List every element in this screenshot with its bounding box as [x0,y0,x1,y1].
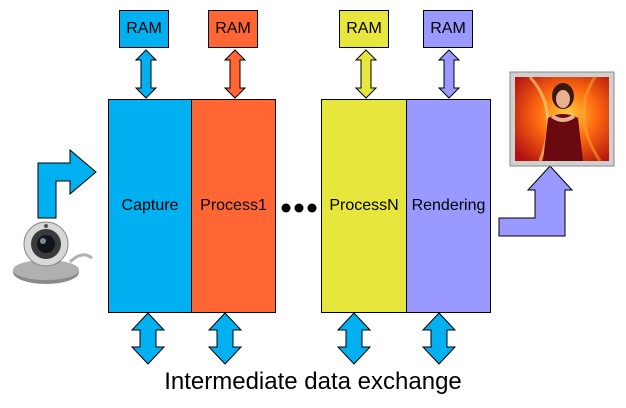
ram-box-processn: RAM [339,10,389,48]
rendered-output-photo [509,71,615,167]
ram-arrow-rendering [437,49,461,99]
exchange-arrow-capture [130,312,166,365]
stage-processn: ProcessN [321,99,407,313]
ram-arrow-capture [134,49,158,99]
ram-arrow-process1 [223,49,247,99]
ellipsis-dots [281,203,317,213]
ram-box-capture: RAM [119,10,169,48]
webcam-icon [13,221,93,284]
exchange-arrow-process1 [207,312,243,365]
stage-capture: Capture [108,99,192,313]
ram-arrow-processn [354,49,378,99]
ram-box-process1: RAM [208,10,258,48]
ram-box-rendering: RAM [423,10,473,48]
input-bent-arrow [37,148,97,219]
stage-rendering: Rendering [406,99,491,313]
output-bent-arrow [498,165,574,237]
stage-process1: Process1 [191,99,276,313]
caption: Intermediate data exchange [164,368,462,395]
exchange-arrow-processn [336,312,372,365]
exchange-arrow-rendering [421,312,457,365]
